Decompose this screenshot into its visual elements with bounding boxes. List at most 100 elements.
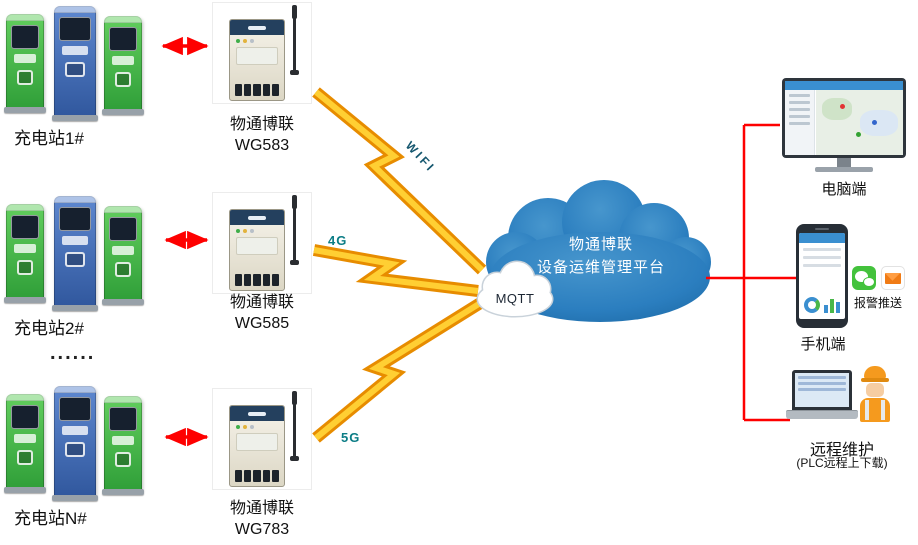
app-row [803, 248, 841, 251]
phone-speaker [815, 228, 829, 230]
pile-cap [54, 6, 96, 13]
chat-bubble [863, 278, 874, 286]
gateway-wg783 [212, 388, 312, 490]
charging-station-group-n: 充电站N# [4, 386, 156, 531]
pile-keypad [62, 426, 88, 435]
pile-keypad [62, 46, 88, 55]
charging-pile [102, 16, 144, 115]
pile-cap [54, 386, 96, 393]
pile-keypad [112, 56, 134, 65]
map-marker [856, 132, 861, 137]
alarm-push: 报警推送 [850, 266, 906, 311]
antenna-icon [290, 195, 299, 265]
charging-pile [102, 206, 144, 305]
pile-keypad [14, 244, 36, 253]
dashboard-header [785, 81, 903, 90]
router-device [229, 19, 285, 101]
router-ports [235, 84, 280, 96]
gateway-caption: 物通博联 WG585 [207, 292, 317, 334]
charging-pile [52, 196, 98, 311]
5g-lightning-bolt [312, 296, 486, 443]
router-label-plate [236, 433, 278, 451]
5g-label: 5G [341, 430, 361, 445]
app-donut-chart [804, 297, 820, 313]
wifi-lightning-bolt [312, 87, 487, 275]
mqtt-cloud [476, 260, 554, 318]
router-device [229, 405, 285, 487]
charging-station-group-2: 充电站2# [4, 196, 156, 341]
charging-pile [4, 14, 46, 113]
gateway-caption: 物通博联 WG783 [207, 498, 317, 540]
router-logo [248, 215, 266, 220]
pile-screen [59, 397, 91, 421]
router-label-plate [236, 237, 278, 255]
pile-outlet [65, 62, 85, 77]
monitor-stand [837, 158, 851, 167]
pile-outlet [17, 70, 33, 85]
laptop-screen [792, 370, 852, 410]
gateway-model: WG583 [234, 137, 290, 154]
pile-cap [104, 206, 142, 213]
router-logo [248, 411, 266, 416]
dashboard-map [816, 90, 903, 155]
pile-outlet [115, 452, 131, 467]
map-patch [822, 98, 852, 120]
pile-keypad [62, 236, 88, 245]
map-marker [840, 104, 845, 109]
endpoint-connector-lines [706, 123, 797, 422]
pile-outlet [17, 260, 33, 275]
pile-screen [11, 405, 39, 429]
map-marker [872, 120, 877, 125]
router-top-panel [230, 20, 284, 35]
push-label: 报警推送 [853, 296, 902, 310]
pile-keypad [14, 434, 36, 443]
app-bar-chart [824, 295, 840, 313]
pile-screen [109, 407, 137, 431]
phone-screen [799, 233, 845, 319]
laptop [786, 370, 864, 419]
hat-brim [861, 378, 889, 382]
pile-screen [109, 217, 137, 241]
engineer-vest [860, 398, 890, 422]
chat-bubble [854, 271, 868, 282]
dashboard-sidebar [785, 90, 815, 155]
gateway-caption: 物通博联 WG583 [207, 114, 317, 156]
gateway-model: WG783 [234, 521, 290, 538]
pile-base [102, 299, 144, 305]
stations-ellipsis: ...... [50, 342, 96, 364]
monitor-screen [785, 81, 903, 155]
pile-keypad [112, 246, 134, 255]
pile-cap [104, 396, 142, 403]
mobile-label: 手机端 [800, 336, 846, 353]
router-top-panel [230, 210, 284, 225]
wechat-icon [851, 266, 876, 290]
app-row [803, 264, 841, 267]
pile-base [52, 495, 98, 501]
remote-label: 远程维护 [809, 442, 874, 459]
mail-icon [880, 266, 905, 290]
gateway-brand: 物通博联 [229, 500, 294, 517]
pile-base [4, 297, 46, 303]
pile-cap [104, 16, 142, 23]
app-row [803, 256, 841, 259]
router-top-panel [230, 406, 284, 421]
pile-screen [11, 25, 39, 49]
station-label: 充电站1# [14, 129, 84, 148]
charging-pile [52, 6, 98, 121]
router-leds [236, 229, 278, 233]
pile-outlet [65, 252, 85, 267]
push-icons [850, 266, 906, 290]
platform-title: 物通博联 设备运维管理平台 [505, 233, 697, 279]
antenna-icon [290, 391, 299, 461]
4g-lightning-bolt [312, 244, 479, 297]
router-label-plate [236, 47, 278, 65]
gateway-brand: 物通博联 [229, 294, 294, 311]
app-header [799, 233, 845, 243]
map-patch [860, 110, 898, 136]
engineer-face [866, 383, 884, 397]
router-logo [248, 25, 266, 30]
gateway-brand: 物通博联 [229, 116, 294, 133]
platform-title-line2: 设备运维管理平台 [536, 259, 665, 276]
